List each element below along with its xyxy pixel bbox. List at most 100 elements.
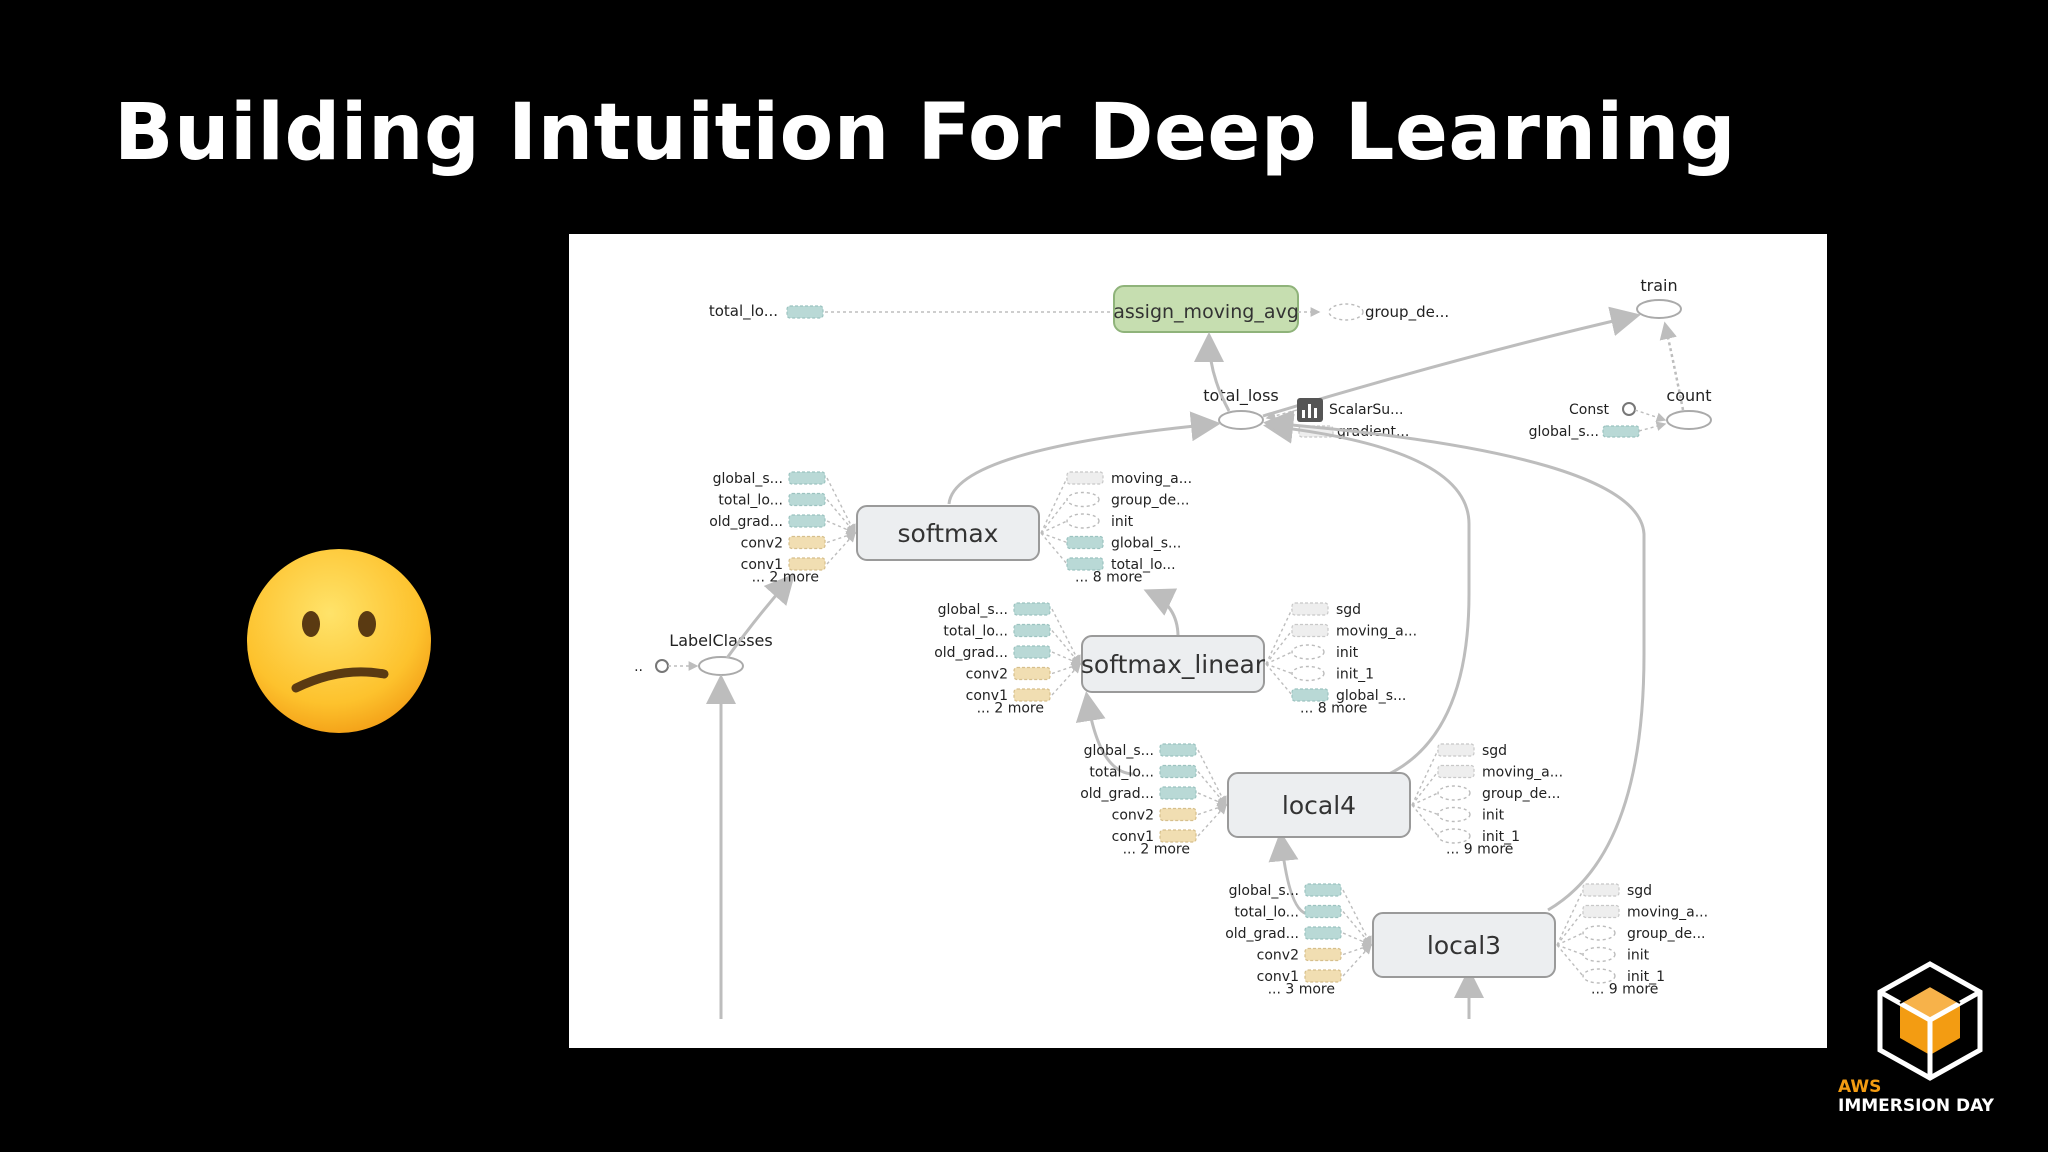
softmax-linear-output-chip[interactable] [1291,623,1329,638]
assign-input-chip [786,305,824,319]
softmax-linear-output-label: global_s... [1336,688,1406,704]
softmax-input-chip[interactable] [788,514,826,528]
total-loss-node[interactable] [1218,410,1264,430]
softmax-outputs-more[interactable]: ... 8 more [1075,570,1142,586]
softmax-node[interactable] [856,505,1040,561]
local3-input-chip[interactable] [1304,904,1342,919]
train-node[interactable] [1636,299,1682,319]
local4-input-chip[interactable] [1159,764,1197,779]
label-classes-prefix: .. [634,659,643,675]
softmax-input-chip[interactable] [788,535,826,550]
local3-input-chip[interactable] [1304,947,1342,962]
local4-output-chip[interactable] [1437,806,1471,823]
local4-output-chip[interactable] [1437,764,1475,779]
label-classes-label: LabelClasses [669,631,772,650]
local3-output-chip[interactable] [1582,904,1620,919]
local3-input-chip[interactable] [1304,969,1342,983]
local4-output-chip[interactable] [1437,828,1471,844]
softmax-linear-label: softmax_linear [1081,650,1266,679]
softmax-input-label: old_grad... [709,514,783,530]
softmax-input-chip[interactable] [788,492,826,507]
count-node[interactable] [1666,410,1712,430]
local3-input-label: conv1 [1257,969,1299,985]
aws-cube-logo [1877,961,1983,1081]
softmax-output-chip[interactable] [1066,535,1104,550]
local3-output-label: init [1627,948,1650,964]
local3-output-chip[interactable] [1582,946,1616,963]
softmax-linear-output-chip[interactable] [1291,602,1329,616]
count-label: count [1666,386,1711,405]
slide-title: Building Intuition For Deep Learning [114,88,1737,178]
label-classes-input-node[interactable] [655,659,669,673]
local4-output-label: init [1482,808,1505,824]
softmax-linear-output-chip[interactable] [1291,644,1325,660]
assign-moving-avg-node[interactable] [1113,285,1299,333]
local3-output-label: init_1 [1627,969,1665,985]
local4-input-chip[interactable] [1159,829,1197,843]
local3-output-chip[interactable] [1582,968,1616,984]
local3-input-chip[interactable] [1304,883,1342,897]
softmax-linear-input-label: total_lo... [943,624,1008,640]
softmax-linear-output-chip[interactable] [1291,688,1329,702]
softmax-inputs-more[interactable]: ... 2 more [752,570,819,586]
local4-output-chip[interactable] [1437,785,1471,801]
local4-node[interactable] [1227,772,1411,838]
local4-input-label: global_s... [1084,743,1154,759]
softmax-input-label: conv1 [741,557,783,573]
local3-outputs-more[interactable]: ... 9 more [1591,982,1658,998]
local3-inputs-more[interactable]: ... 3 more [1268,982,1335,998]
local4-input-chip[interactable] [1159,807,1197,822]
local4-input-label: old_grad... [1080,786,1154,802]
local3-input-chip[interactable] [1304,926,1342,940]
softmax-linear-inputs-more[interactable]: ... 2 more [977,701,1044,717]
softmax-output-chip[interactable] [1066,513,1100,529]
softmax-linear-input-label: conv2 [966,667,1008,683]
softmax-linear-input-chip[interactable] [1013,602,1051,616]
softmax-input-chip[interactable] [788,557,826,571]
local4-input-label: total_lo... [1089,765,1154,781]
softmax-linear-input-chip[interactable] [1013,645,1051,659]
softmax-input-label: total_lo... [718,493,783,509]
softmax-linear-input-label: global_s... [938,602,1008,618]
softmax-linear-input-chip[interactable] [1013,688,1051,702]
softmax-linear-output-label: init [1336,645,1359,661]
local4-input-chip[interactable] [1159,743,1197,757]
softmax-linear-output-label: sgd [1336,602,1361,618]
softmax-input-chip[interactable] [788,471,826,485]
aws-label: AWS [1838,1077,1882,1097]
local3-output-chip[interactable] [1582,925,1616,941]
local3-input-label: global_s... [1229,883,1299,899]
const-node[interactable] [1622,402,1636,416]
softmax-input-label: conv2 [741,536,783,552]
softmax-linear-input-label: conv1 [966,688,1008,704]
immersion-day-label: IMMERSION DAY [1838,1096,1994,1116]
scalar-summary-label: ScalarSu... [1329,402,1404,418]
softmax-linear-output-chip[interactable] [1291,665,1325,682]
softmax-output-label: moving_a... [1111,471,1192,487]
softmax-linear-node[interactable] [1081,635,1265,693]
local4-output-label: init_1 [1482,829,1520,845]
local4-output-label: group_de... [1482,786,1561,802]
softmax-label: softmax [898,519,999,548]
const-label: Const [1569,402,1610,418]
softmax-linear-input-chip[interactable] [1013,666,1051,681]
softmax-linear-output-label: init_1 [1336,667,1374,683]
softmax-output-chip[interactable] [1066,557,1104,571]
softmax-output-chip[interactable] [1066,471,1104,485]
local4-input-chip[interactable] [1159,786,1197,800]
local3-input-label: total_lo... [1234,905,1299,921]
group-deps-node[interactable] [1328,303,1364,321]
local3-output-chip[interactable] [1582,883,1620,897]
local3-node[interactable] [1372,912,1556,978]
local4-inputs-more[interactable]: ... 2 more [1123,842,1190,858]
label-classes-node[interactable] [698,656,744,676]
local4-outputs-more[interactable]: ... 9 more [1446,842,1513,858]
local3-input-label: old_grad... [1225,926,1299,942]
softmax-linear-outputs-more[interactable]: ... 8 more [1300,701,1367,717]
train-label: train [1640,276,1677,295]
softmax-linear-input-chip[interactable] [1013,623,1051,638]
local4-output-chip[interactable] [1437,743,1475,757]
softmax-output-label: total_lo... [1111,557,1176,573]
softmax-output-label: group_de... [1111,493,1190,509]
softmax-output-chip[interactable] [1066,491,1100,508]
